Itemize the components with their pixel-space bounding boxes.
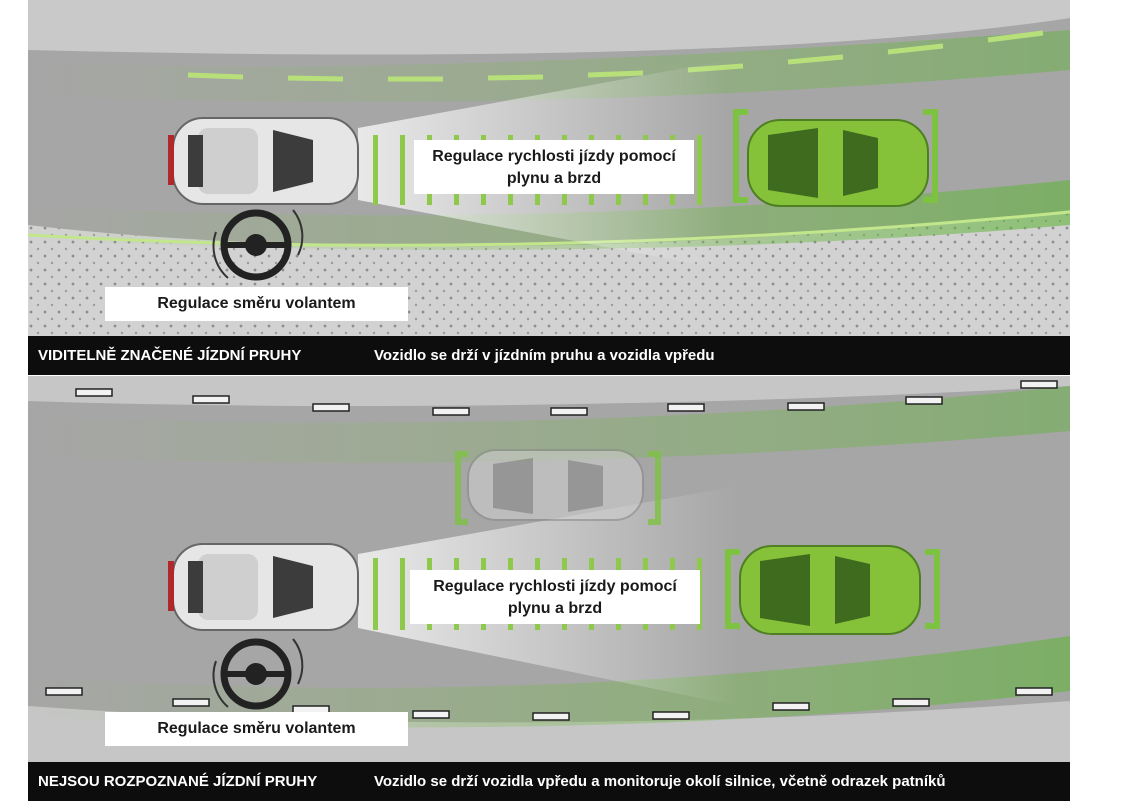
speed-control-label: Regulace rychlosti jízdy pomocí plynu a …: [414, 140, 694, 194]
caption-behavior: Vozidlo se drží v jízdním pruhu a vozidl…: [374, 347, 715, 364]
adjacent-car: [467, 449, 644, 521]
steering-control-label-text: Regulace směru volantem: [157, 295, 356, 312]
lane-solid-line: [28, 210, 1070, 247]
caption-bar-bottom: NEJSOU ROZPOZNANÉ JÍZDNÍ PRUHY Vozidlo s…: [28, 762, 1070, 801]
lead-car: [739, 545, 921, 635]
steering-wheel-icon: [220, 638, 292, 710]
caption-condition: NEJSOU ROZPOZNANÉ JÍZDNÍ PRUHY: [38, 773, 318, 790]
own-car: [168, 117, 359, 205]
reflector-posts: [45, 380, 1058, 721]
steering-wheel-icon: [220, 209, 292, 281]
scene-unrecognized-lanes: Regulace rychlosti jízdy pomocí plynu a …: [28, 376, 1070, 766]
adjacent-car-brackets: [455, 451, 661, 525]
lane-band-upper: [28, 30, 1070, 102]
speed-control-label: Regulace rychlosti jízdy pomocí plynu a …: [410, 570, 700, 624]
steering-control-label: Regulace směru volantem: [105, 287, 408, 321]
rotate-arrow-icon: [212, 638, 304, 708]
speed-control-label-line-2: plynu a brzd: [507, 600, 603, 617]
caption-condition: VIDITELNĚ ZNAČENÉ JÍZDNÍ PRUHY: [38, 347, 302, 364]
own-car: [168, 543, 359, 631]
speed-control-label-line-1: Regulace rychlosti jízdy pomocí: [432, 148, 676, 165]
rotate-arrow-icon: [212, 209, 304, 279]
lead-car: [747, 119, 929, 207]
virtual-lane-upper: [28, 386, 1070, 463]
steering-control-label: Regulace směru volantem: [105, 712, 408, 746]
upper-shoulder: [28, 376, 1070, 406]
lead-car-brackets: [725, 549, 940, 629]
speed-control-label-line-1: Regulace rychlosti jízdy pomocí: [433, 578, 677, 595]
steering-control-label-text: Regulace směru volantem: [157, 720, 356, 737]
lower-shoulder: [28, 701, 1070, 766]
caption-bar-top: VIDITELNĚ ZNAČENÉ JÍZDNÍ PRUHY Vozidlo s…: [28, 336, 1070, 375]
lead-car-brackets: [733, 109, 938, 203]
upper-shoulder: [28, 0, 1070, 55]
scene-visible-lanes: Regulace rychlosti jízdy pomocí plynu a …: [28, 0, 1070, 336]
caption-behavior: Vozidlo se drží vozidla vpředu a monitor…: [374, 773, 946, 790]
lane-dashes: [187, 30, 1044, 82]
speed-control-label-line-2: plynu a brzd: [506, 170, 602, 187]
